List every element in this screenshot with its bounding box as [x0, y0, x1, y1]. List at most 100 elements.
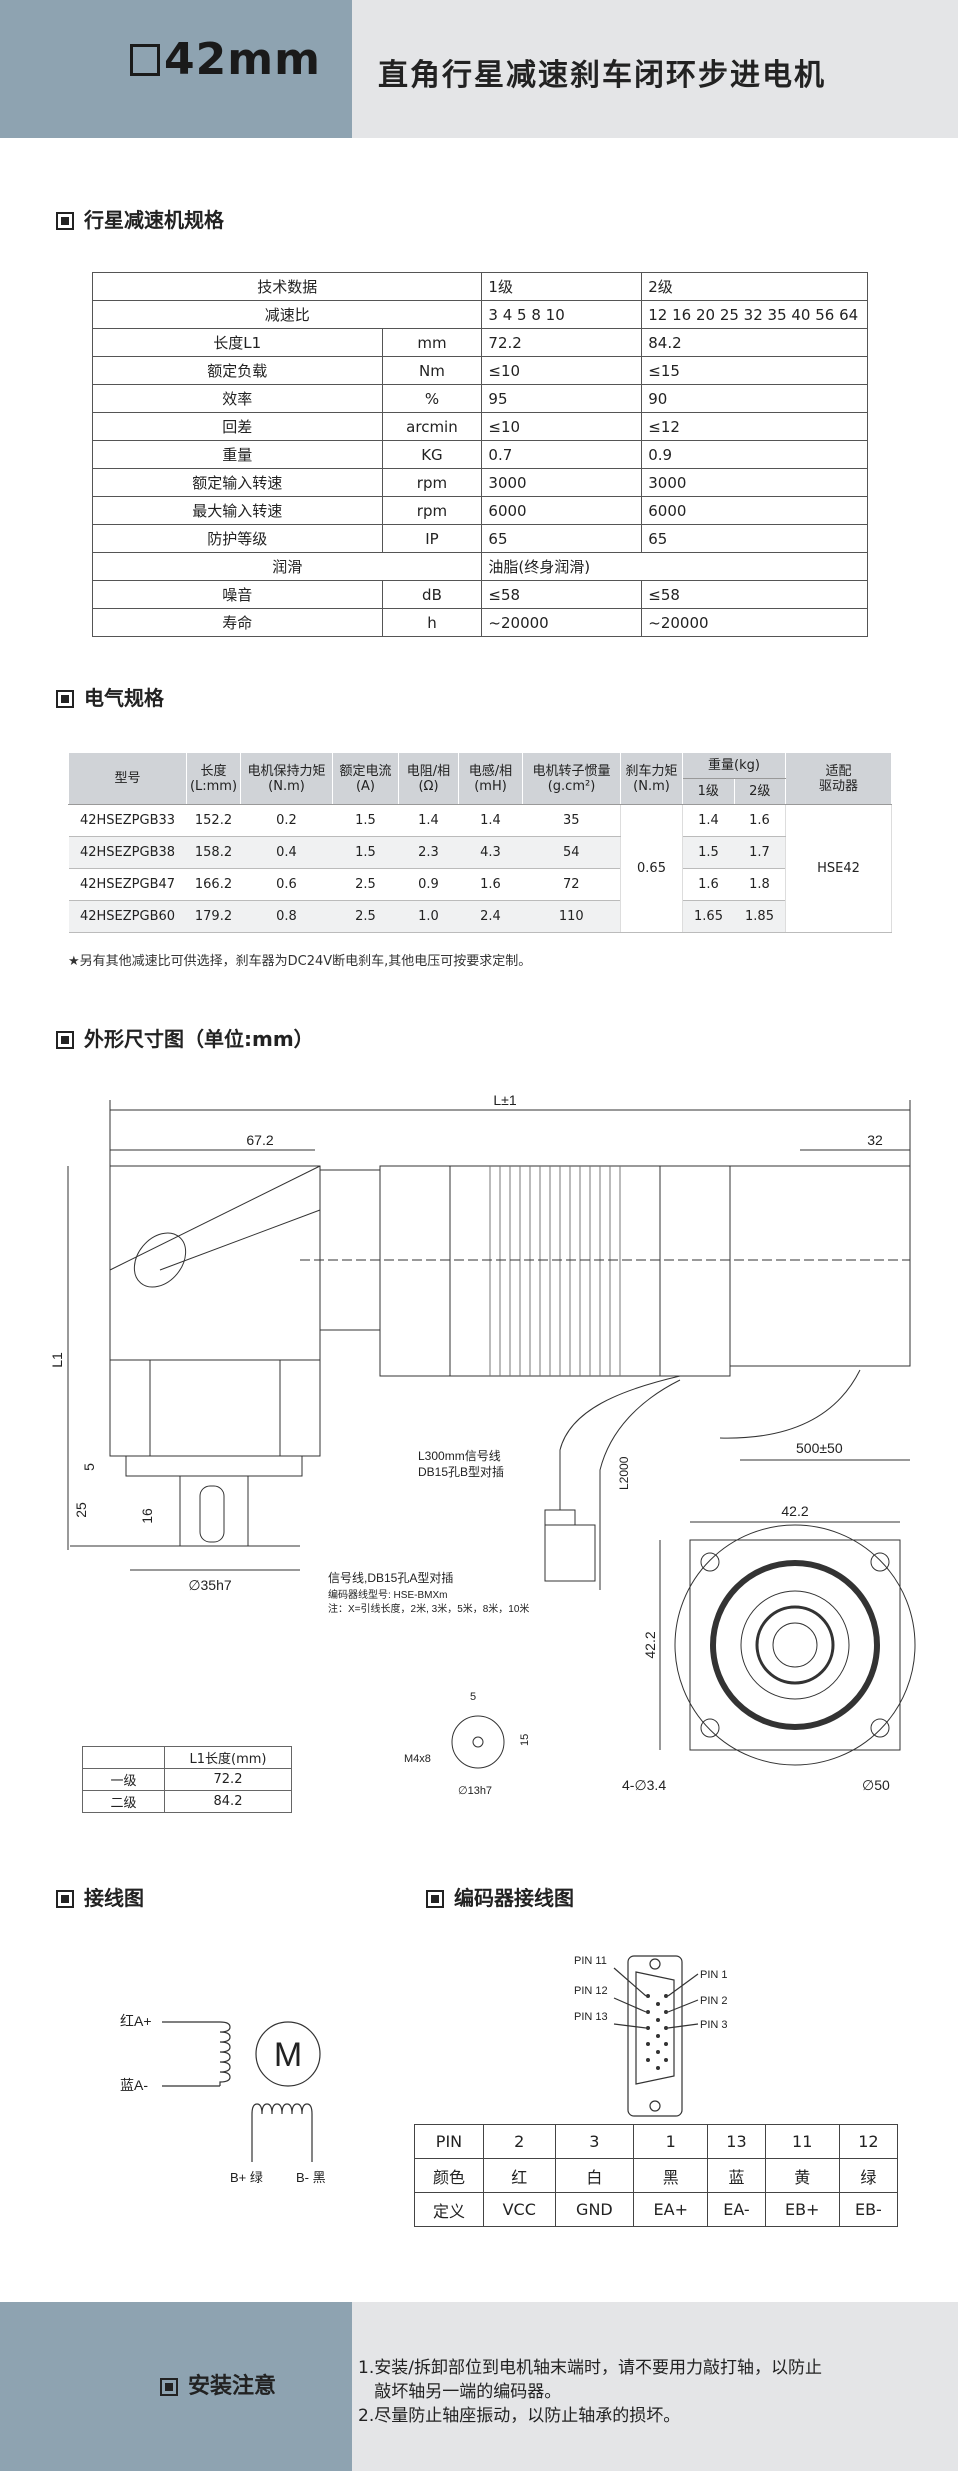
gearbox-body	[109, 1165, 321, 1457]
spec-name: 长度L1	[92, 328, 383, 357]
spec-value-stage2: ≤12	[641, 412, 868, 441]
spec-unit: rpm	[381, 496, 483, 525]
col-inductance: 电感/相 (mH)	[458, 752, 523, 805]
cell-torque: 0.6	[240, 868, 333, 901]
bullet-square-icon	[56, 1890, 74, 1908]
l1-header: L1长度(mm)	[164, 1746, 292, 1769]
front-flange	[689, 1539, 901, 1751]
pin-cell: 黑	[633, 2158, 709, 2193]
motor-symbol	[255, 2021, 321, 2087]
front-inner-circle	[740, 1590, 850, 1700]
wire-black-label: B- 黑	[296, 2170, 326, 2185]
cell-driver: HSE42	[785, 804, 892, 933]
spec-name: 额定负载	[92, 356, 383, 385]
l1-label-1: 一级	[82, 1768, 165, 1791]
bullet-square-icon	[56, 690, 74, 708]
spec-value-stage1: 6000	[481, 496, 643, 525]
spec-value-stage2: 0.9	[641, 440, 868, 469]
section-wiring-label: 接线图	[84, 1886, 144, 1910]
spec-name: 润滑	[91, 552, 483, 581]
dim-holes: 4-∅3.4	[622, 1777, 666, 1793]
connector-screw-bottom	[649, 2100, 661, 2112]
dim-500: 500±50	[796, 1440, 843, 1456]
spec-name: 技术数据	[91, 272, 483, 301]
section-dimensions-label: 外形尺寸图（单位:mm）	[84, 1027, 314, 1051]
col-inertia: 电机转子惯量 (g.cm²)	[522, 752, 621, 805]
cell-length: 152.2	[186, 804, 241, 837]
spec-name: 回差	[92, 412, 383, 441]
pin-cell: EB-	[838, 2192, 899, 2227]
cell-current: 2.5	[332, 868, 399, 901]
motor-size-title: 42mm	[130, 34, 321, 85]
pin-cell: GND	[554, 2192, 635, 2227]
shaft-detail	[451, 1715, 505, 1769]
pin-cell: 红	[482, 2158, 556, 2193]
signal-cable	[559, 1375, 681, 1510]
pin-row-header: 颜色	[414, 2158, 484, 2193]
electrical-spec-table: 型号 长度 (L:mm) 电机保持力矩 (N.m) 额定电流 (A) 电阻/相 …	[68, 752, 892, 933]
spec-name: 防护等级	[92, 524, 383, 553]
install-note-1: 1.安装/拆卸部位到电机轴末端时，请不要用力敲打轴，以防止	[358, 2358, 822, 2378]
bullet-square-icon	[426, 1890, 444, 1908]
dim-25: 25	[73, 1502, 89, 1518]
install-notes-text: 1.安装/拆卸部位到电机轴末端时，请不要用力敲打轴，以防止 敲坏轴另一端的编码器…	[358, 2356, 918, 2428]
dim-l1: L1	[49, 1352, 65, 1368]
pin-cell: 白	[554, 2158, 635, 2193]
db15b-label: DB15孔B型对插	[418, 1465, 504, 1479]
cell-current: 1.5	[332, 836, 399, 869]
spec-unit: rpm	[381, 468, 483, 497]
pin-cell: 2	[482, 2124, 556, 2159]
section-encoder-title: 编码器接线图	[426, 1882, 574, 1911]
col-current: 额定电流 (A)	[332, 752, 399, 805]
cell-w1: 1.65	[682, 900, 734, 933]
cell-resistance: 0.9	[398, 868, 459, 901]
cell-w1: 1.6	[682, 868, 734, 901]
connector-pins	[646, 1994, 668, 2070]
section-electrical-title: 电气规格	[56, 682, 164, 711]
dim-l-total: L±1	[493, 1092, 516, 1108]
install-notes-label: 安装注意	[188, 2374, 277, 2399]
gearbox-diagonal	[109, 1165, 321, 1271]
sig-a-line1: 信号线,DB15孔A型对插	[328, 1571, 453, 1585]
l1-value-1: 72.2	[164, 1768, 292, 1791]
spec-unit: h	[381, 608, 483, 637]
pin3-label: PIN 3	[700, 2019, 728, 2031]
pin-cell: 11	[764, 2124, 840, 2159]
footer-bullet	[160, 2374, 188, 2398]
pin-cell: 13	[707, 2124, 766, 2159]
spec-name: 效率	[92, 384, 383, 413]
spec-unit: KG	[381, 440, 483, 469]
spec-value-stage2: 2级	[641, 272, 868, 301]
page-header: 42mm 直角行星减速刹车闭环步进电机	[0, 0, 958, 138]
spec-name: 噪音	[92, 580, 383, 609]
dim-422-top: 42.2	[781, 1503, 808, 1519]
col-model: 型号	[68, 752, 187, 805]
pin-cell: 绿	[838, 2158, 899, 2193]
electrical-note: ★另有其他减速比可供选择，刹车器为DC24V断电刹车,其他电压可按要求定制。	[68, 954, 532, 969]
col-brake: 刹车力矩 (N.m)	[620, 752, 683, 805]
pin-cell: EB+	[764, 2192, 840, 2227]
product-title: 直角行星减速刹车闭环步进电机	[378, 58, 826, 93]
mount-hole-2	[870, 1552, 890, 1572]
spec-unit: dB	[381, 580, 483, 609]
spec-unit: %	[381, 384, 483, 413]
motor-symbol-label: M	[274, 2036, 302, 2074]
db15-connector-a	[544, 1524, 596, 1582]
db15-connector-diagram: PIN 11 PIN 12 PIN 13 PIN 1 PIN 2 PIN 3	[574, 1955, 728, 2117]
lead-cable	[719, 1369, 861, 1439]
shaft-key	[199, 1485, 225, 1543]
pin-cell: VCC	[482, 2192, 556, 2227]
motor-size-text: 42mm	[164, 34, 321, 85]
spec-value-stage2: 12 16 20 25 32 35 40 56 64	[641, 300, 868, 329]
spec-unit: Nm	[381, 356, 483, 385]
spec-unit: mm	[381, 328, 483, 357]
cell-w2: 1.85	[734, 900, 786, 933]
